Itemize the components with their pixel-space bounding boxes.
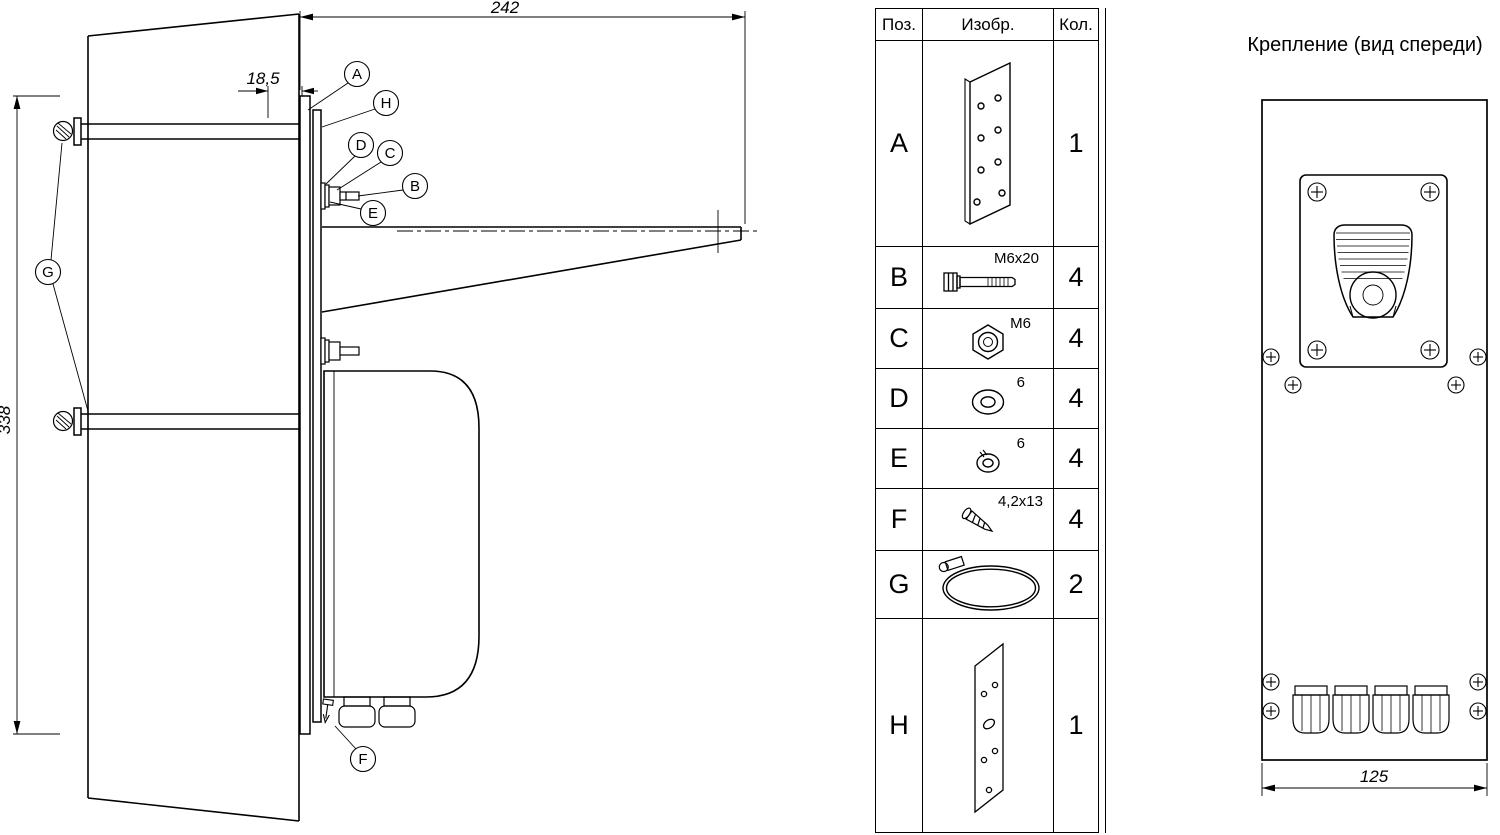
part-size-label-b: M6x20	[993, 250, 1039, 267]
callout-b-label: B	[410, 178, 420, 195]
part-image-c: M6	[923, 309, 1054, 368]
callout-e-label: E	[368, 205, 378, 222]
mounting-plates	[299, 95, 322, 735]
part-image-d: 6	[923, 369, 1054, 428]
plate-screws-middle	[1262, 348, 1487, 394]
part-pos-h: H	[876, 619, 923, 832]
part-size-label-c: M6	[1010, 315, 1031, 332]
callout-d-label: D	[356, 137, 367, 154]
part-image-b: M6x20	[923, 247, 1054, 308]
part-size-label-e: 6	[1016, 435, 1025, 452]
table-row-f: F 4,2x13 4	[876, 489, 1098, 551]
device-housing	[323, 370, 480, 698]
part-pos-g: G	[876, 551, 923, 618]
callout-h: H	[321, 89, 400, 128]
callout-a-label: A	[352, 66, 362, 83]
plate-screws-bottom	[1262, 673, 1487, 720]
band-clamps	[52, 117, 300, 436]
callout-g: G	[34, 142, 89, 412]
part-qty-f: 4	[1068, 504, 1084, 534]
dome-camera	[1333, 224, 1413, 319]
table-row-a: A 1	[876, 41, 1098, 247]
dimension-125: 125	[1360, 767, 1389, 786]
col-header-pos: Поз.	[876, 9, 923, 40]
part-pos-b: B	[876, 247, 923, 308]
callout-g-label: G	[42, 264, 54, 281]
part-qty-b: 4	[1068, 262, 1084, 292]
spring-washer-icon	[976, 449, 1000, 473]
callout-a: A	[307, 60, 371, 111]
parts-table: Поз. Изобр. Кол. A 1	[875, 8, 1099, 833]
front-plate-outline	[1261, 99, 1488, 761]
band-clamp-icon	[938, 555, 1040, 611]
callout-f: F	[334, 725, 377, 773]
col-header-image: Изобр.	[923, 9, 1054, 40]
table-row-h: H 1	[876, 619, 1098, 832]
callout-c: C	[336, 139, 404, 191]
callout-c-label: C	[385, 145, 396, 162]
part-image-g	[923, 551, 1054, 618]
dimension-125-lines	[1261, 763, 1488, 796]
table-row-g: G 2	[876, 551, 1098, 619]
col-header-qty: Кол.	[1059, 14, 1093, 34]
part-size-label-f: 4,2x13	[997, 493, 1043, 510]
part-qty-d: 4	[1068, 383, 1084, 413]
parts-table-header: Поз. Изобр. Кол.	[876, 9, 1098, 41]
camera-bracket	[1299, 174, 1448, 368]
part-pos-c: C	[876, 309, 923, 368]
adapter-plate-icon	[974, 642, 1004, 813]
front-view-drawing: 125	[1261, 99, 1488, 796]
table-outer-rule	[1105, 8, 1106, 833]
part-qty-c: 4	[1068, 323, 1084, 353]
part-qty-a: 1	[1068, 128, 1084, 158]
mounting-plate-icon	[964, 61, 1011, 225]
front-view-title: Крепление (вид спереди)	[1247, 34, 1483, 56]
callout-f-label: F	[358, 751, 367, 768]
nut-icon	[972, 323, 1004, 360]
table-row-c: C M6 4	[876, 309, 1098, 369]
dimension-18-5: 18,5	[246, 69, 280, 88]
part-image-a	[923, 41, 1054, 246]
part-pos-a: A	[876, 41, 923, 246]
flat-washer-icon	[971, 388, 1005, 415]
part-pos-e: E	[876, 429, 923, 488]
part-image-f: 4,2x13	[923, 489, 1054, 550]
table-row-d: D 6 4	[876, 369, 1098, 429]
callout-b: B	[357, 172, 429, 200]
part-size-label-d: 6	[1016, 374, 1025, 391]
bracket-arm	[321, 210, 760, 313]
pole	[87, 13, 300, 822]
dimension-338: 338	[0, 405, 14, 434]
bolt-icon	[943, 271, 1016, 292]
part-qty-g: 2	[1068, 569, 1084, 599]
table-row-b: B M6x20	[876, 247, 1098, 309]
part-qty-e: 4	[1068, 443, 1084, 473]
bracket-screws	[1307, 182, 1440, 360]
callout-h-label: H	[381, 95, 392, 112]
cable-glands-front	[1292, 685, 1450, 734]
part-qty-h: 1	[1068, 710, 1084, 740]
part-image-e: 6	[923, 429, 1054, 488]
callout-d: D	[325, 131, 375, 185]
side-view-drawing: 242 18,5 338 A H D C B	[0, 0, 760, 822]
part-pos-f: F	[876, 489, 923, 550]
part-image-h	[923, 619, 1054, 832]
cable-glands-side	[338, 696, 416, 728]
table-row-e: E 6 4	[876, 429, 1098, 489]
self-tapping-screw-icon	[961, 507, 994, 532]
part-pos-d: D	[876, 369, 923, 428]
bolt-assemblies	[320, 182, 360, 365]
dimension-242: 242	[490, 0, 520, 17]
screw-f-side	[322, 698, 334, 725]
callout-e: E	[329, 199, 387, 227]
dimension-lines	[13, 11, 746, 735]
